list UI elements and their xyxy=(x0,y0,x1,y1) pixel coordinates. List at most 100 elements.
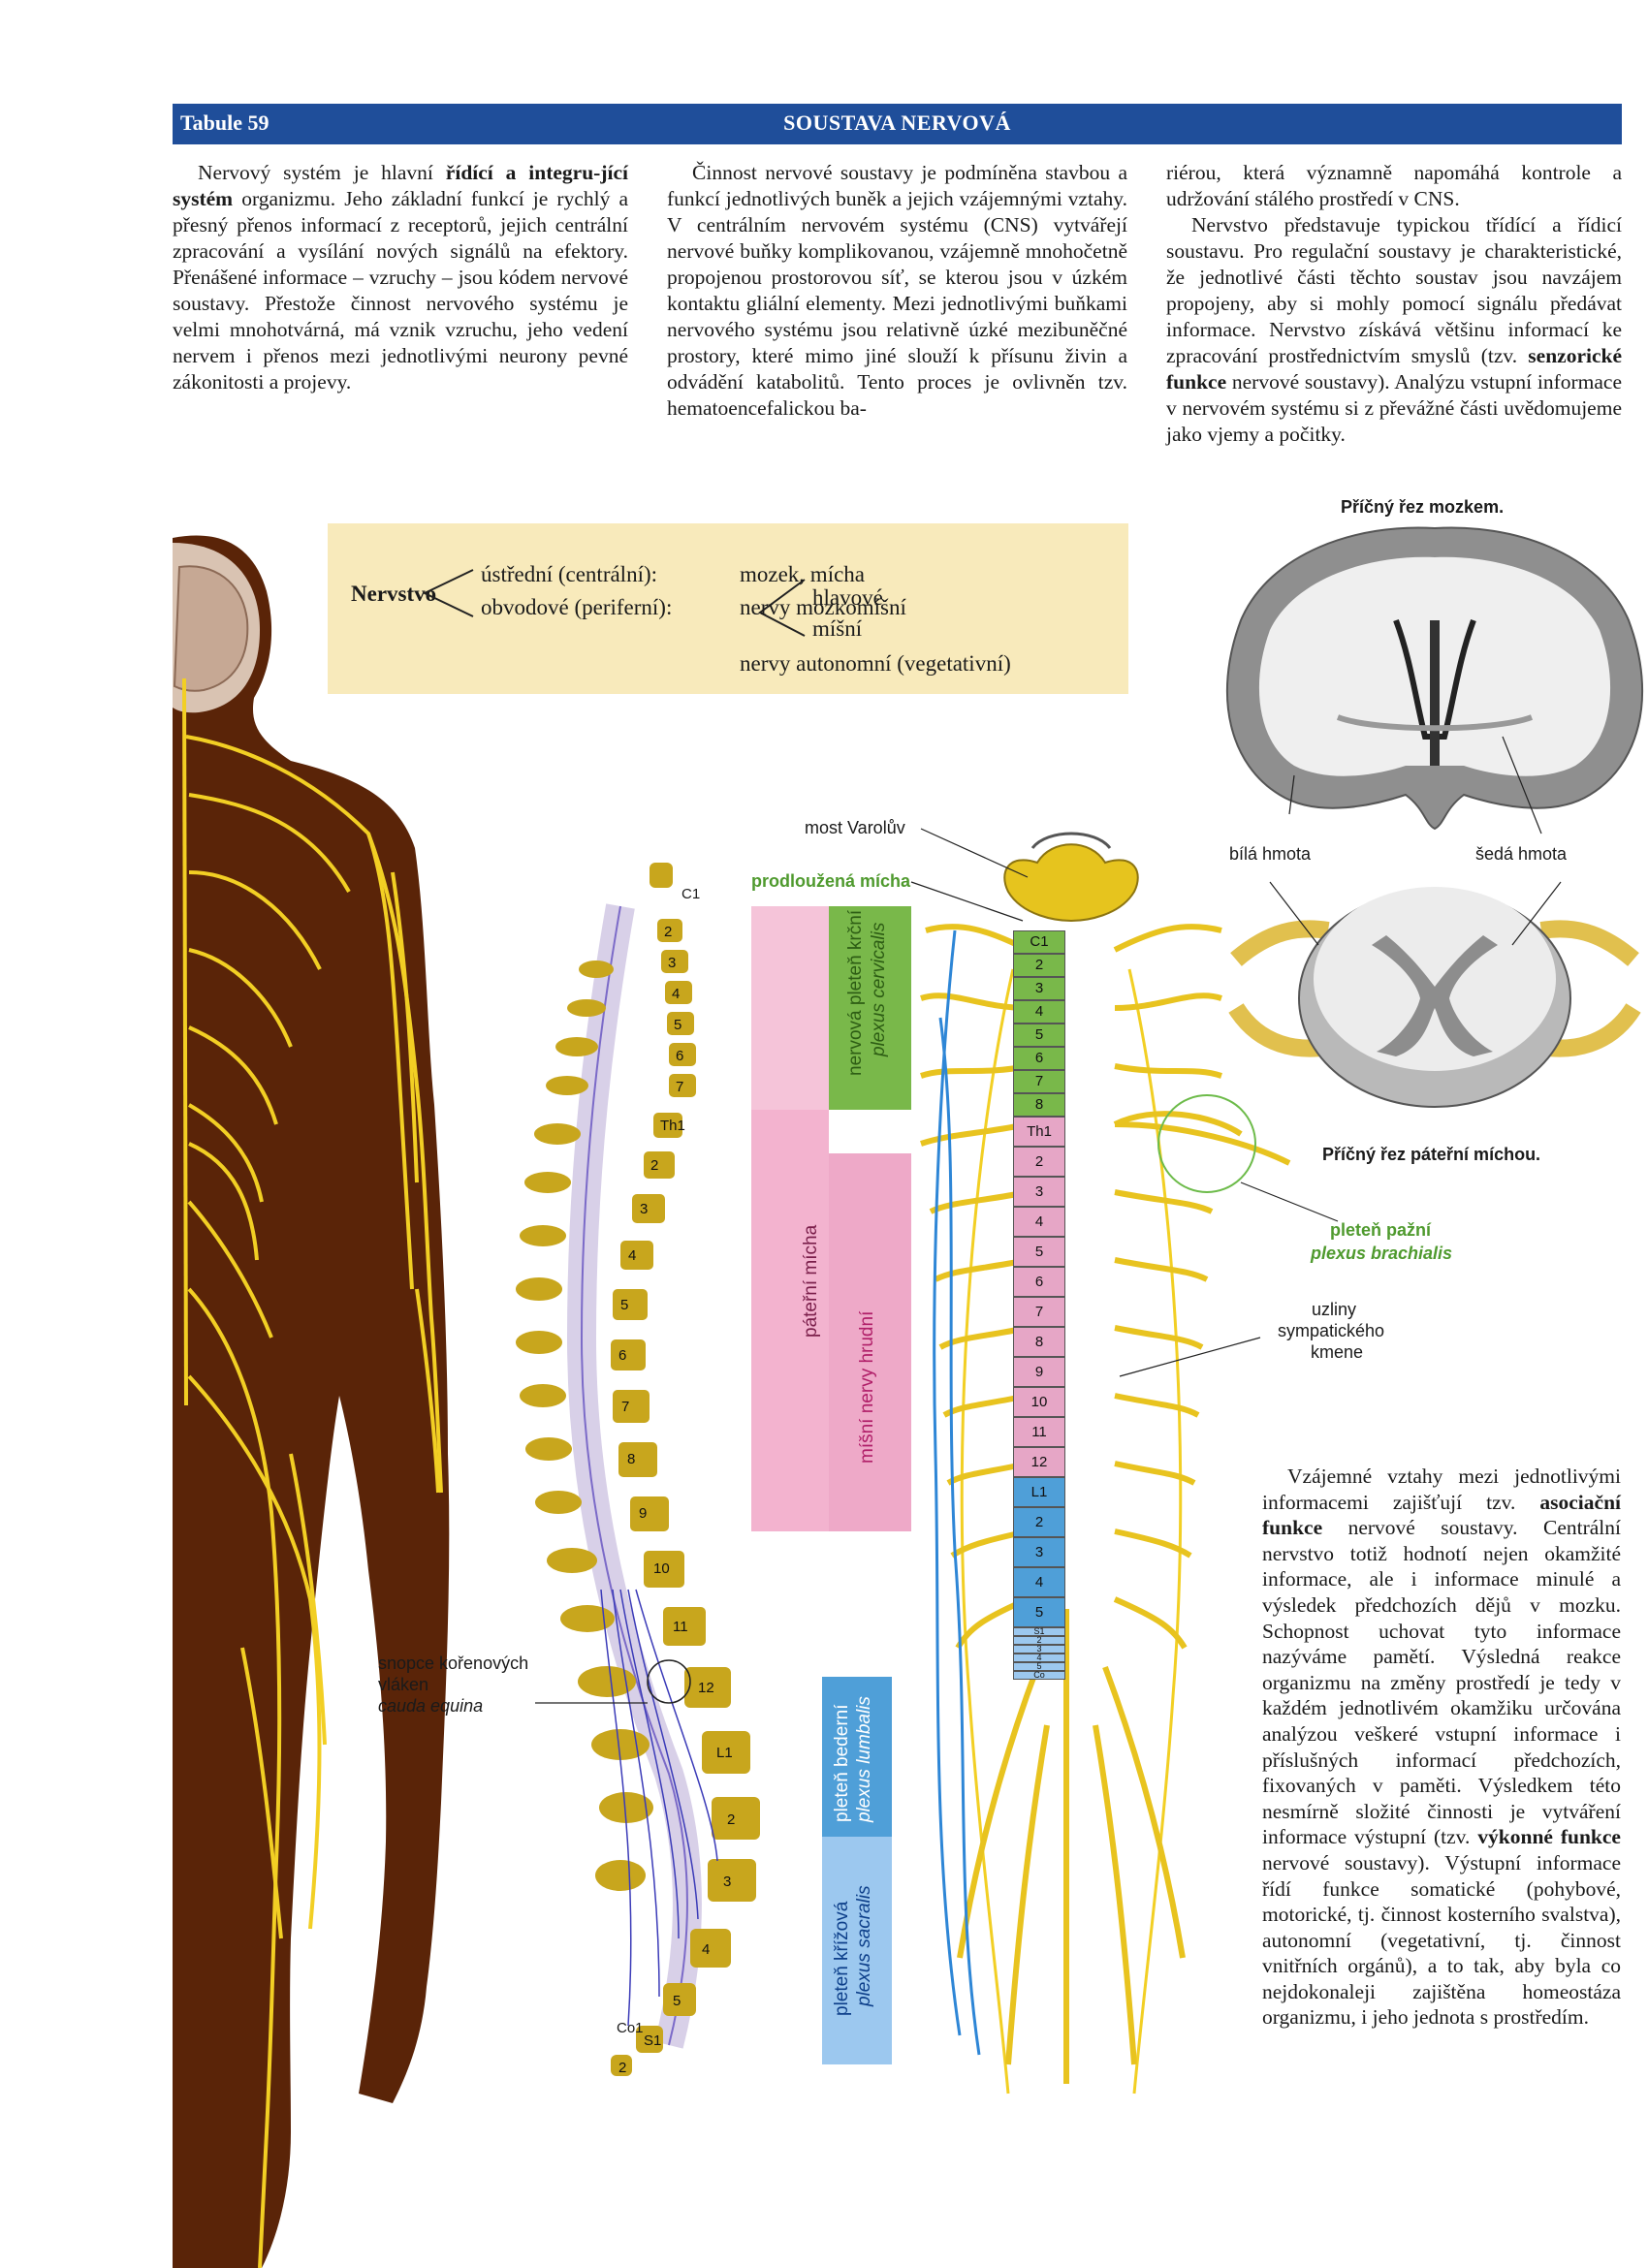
band-cervical xyxy=(829,906,911,1110)
classification-scheme: Nervstvo ústřední (centrální): mozek, mí… xyxy=(328,523,1128,694)
body-nerves xyxy=(182,677,443,2268)
vertebra-number: 6 xyxy=(618,1347,627,1364)
vertebra-number: 9 xyxy=(639,1505,648,1522)
spinal-section xyxy=(1228,881,1641,1108)
text-run: Činnost nervové soustavy je podmíněna st… xyxy=(667,161,1127,420)
vertebra-number: 12 xyxy=(698,1680,714,1696)
vertebra-number: S1 xyxy=(644,2032,662,2049)
brain-section-caption: Příčný řez mozkem. xyxy=(1341,497,1505,517)
cord-segment-cervical: 5 xyxy=(1013,1024,1065,1047)
band-spinal-text: páteřní mícha xyxy=(801,1224,821,1338)
scheme-central-value: mozek, mícha xyxy=(740,562,866,586)
scheme-brackets xyxy=(422,569,806,637)
vertebra-number: 2 xyxy=(664,924,673,940)
column1-paragraph: Nervový systém je hlavní řídící a integr… xyxy=(173,160,628,395)
bottom-paragraph: Vzájemné vztahy mezi jednotlivými inform… xyxy=(1262,1464,1621,2031)
scheme-root: Nervstvo xyxy=(351,582,437,606)
cord-segment-thoracic: 10 xyxy=(1013,1387,1065,1417)
cord-segment-cervical: 4 xyxy=(1013,1000,1065,1024)
cord-segment-thoracic: 12 xyxy=(1013,1447,1065,1477)
band-sacral-text-1: pleteň křížová xyxy=(832,1901,852,2016)
band-cervical-text-1: nervová pleteň krční xyxy=(845,909,866,1076)
page-title: SOUSTAVA NERVOVÁ xyxy=(783,110,1011,135)
cord-segment-sacral: S1 xyxy=(1013,1627,1065,1636)
band-thoracic-text: míšní nervy hrudní xyxy=(857,1310,877,1464)
scheme-peripheral: obvodové (periferní): xyxy=(481,595,673,619)
white-matter-label: bílá hmota xyxy=(1229,844,1312,864)
cord-segment-thoracic: 6 xyxy=(1013,1267,1065,1297)
brachial-label-1: pleteň pažní xyxy=(1330,1220,1432,1240)
vertebra-number: 2 xyxy=(650,1157,659,1174)
cord-segment-thoracic: 3 xyxy=(1013,1177,1065,1207)
cord-segment-thoracic: Th1 xyxy=(1013,1117,1065,1147)
vertebra-number: 6 xyxy=(676,1048,684,1064)
vertebra-number: L1 xyxy=(716,1745,733,1761)
text-run: riérou, která významně napomáhá kontrole… xyxy=(1166,161,1622,210)
scheme-spinal: míšní xyxy=(812,616,863,641)
cord-segment-sacral: 2 xyxy=(1013,1636,1065,1645)
spinous-processes xyxy=(516,961,653,1891)
column3-paragraph-1: riérou, která významně napomáhá kontrole… xyxy=(1166,160,1622,212)
c1-label: C1 xyxy=(681,886,701,902)
co1-label: Co1 xyxy=(617,2020,644,2036)
vertebra-number: 2 xyxy=(727,1811,736,1828)
cord-segment-cervical: C1 xyxy=(1013,930,1065,954)
scheme-cranial: hlavové xyxy=(812,585,883,610)
lateral-spine xyxy=(516,863,760,2076)
cord-segment-lumbar: 2 xyxy=(1013,1507,1065,1537)
sympathetic-label-1: uzliny xyxy=(1312,1300,1357,1319)
pons-label: most Varolův xyxy=(805,818,905,837)
cord-segment-lumbar: 4 xyxy=(1013,1567,1065,1597)
text-run: Vzájemné vztahy mezi jednotlivými inform… xyxy=(1262,1465,1621,1514)
band-spinal-top xyxy=(751,906,829,1110)
cord-segment-cervical: 7 xyxy=(1013,1070,1065,1093)
band-spinal xyxy=(751,1110,829,1531)
vertebra-number: 8 xyxy=(627,1451,636,1467)
cord-segment-sacral: 3 xyxy=(1013,1645,1065,1654)
cord-segment-cervical: 8 xyxy=(1013,1093,1065,1117)
vertebra-number: 2 xyxy=(618,2060,627,2076)
cord-segment-thoracic: 8 xyxy=(1013,1327,1065,1357)
cauda-label-1: snopce kořenových xyxy=(378,1654,529,1673)
vertebra-number: 3 xyxy=(668,955,677,971)
column2-paragraph: Činnost nervové soustavy je podmíněna st… xyxy=(667,160,1127,422)
spinal-cord-diagram xyxy=(910,828,1339,2095)
scheme-autonomic: nervy autonomní (vegetativní) xyxy=(740,651,1011,676)
text-run: nervové soustavy). Analýzu vstupní infor… xyxy=(1166,370,1622,446)
body-figure xyxy=(173,535,450,2268)
cord-segment-thoracic: 5 xyxy=(1013,1237,1065,1267)
vertebra-number: 3 xyxy=(723,1874,732,1890)
scheme-peripheral-value: nervy mozkomíšní xyxy=(740,595,906,619)
text-column-3: riérou, která významně napomáhá kontrole… xyxy=(1166,160,1622,448)
bottom-text-block: Vzájemné vztahy mezi jednotlivými inform… xyxy=(1262,1464,1621,2031)
vertebra-number: 5 xyxy=(674,1017,682,1033)
cord-segment-cervical: 2 xyxy=(1013,954,1065,977)
header-bar: Tabule 59 SOUSTAVA NERVOVÁ xyxy=(173,104,1622,144)
bold-term: asociační funkce xyxy=(1262,1490,1621,1540)
cord-segment-thoracic: 4 xyxy=(1013,1207,1065,1237)
brachial-label-2: plexus brachialis xyxy=(1311,1244,1453,1263)
cord-segment-cervical: 3 xyxy=(1013,977,1065,1000)
cord-segment-lumbar: L1 xyxy=(1013,1477,1065,1507)
text-run: Nervový systém je hlavní xyxy=(198,161,446,184)
text-run: nervové soustavy). Výstupní informace ří… xyxy=(1262,1850,1621,2030)
bold-term: senzorické funkce xyxy=(1166,344,1622,394)
band-thoracic xyxy=(829,1153,911,1531)
cord-segment-cervical: 6 xyxy=(1013,1047,1065,1070)
cord-segment-sacral: Co xyxy=(1013,1671,1065,1680)
band-cervical-text-2: plexus cervicalis xyxy=(869,922,889,1056)
cord-segment-thoracic: 9 xyxy=(1013,1357,1065,1387)
cauda-label-2: vláken xyxy=(378,1675,429,1694)
sympathetic-label-3: kmene xyxy=(1311,1342,1364,1362)
cauda-circle xyxy=(647,1659,691,1704)
scheme-central: ústřední (centrální): xyxy=(481,562,658,586)
vertebra-number: 4 xyxy=(628,1247,637,1264)
band-lumbar-text-2: plexus lumbalis xyxy=(854,1696,874,1822)
vertebra-number: 7 xyxy=(676,1079,684,1095)
text-run: nervové soustavy. Centrální nervstvo tot… xyxy=(1262,1516,1621,1849)
cauda-label-3: cauda equina xyxy=(378,1696,484,1716)
text-column-1: Nervový systém je hlavní řídící a integr… xyxy=(173,160,628,395)
cord-segment-sacral: 4 xyxy=(1013,1654,1065,1662)
grey-matter-label: šedá hmota xyxy=(1475,844,1568,864)
